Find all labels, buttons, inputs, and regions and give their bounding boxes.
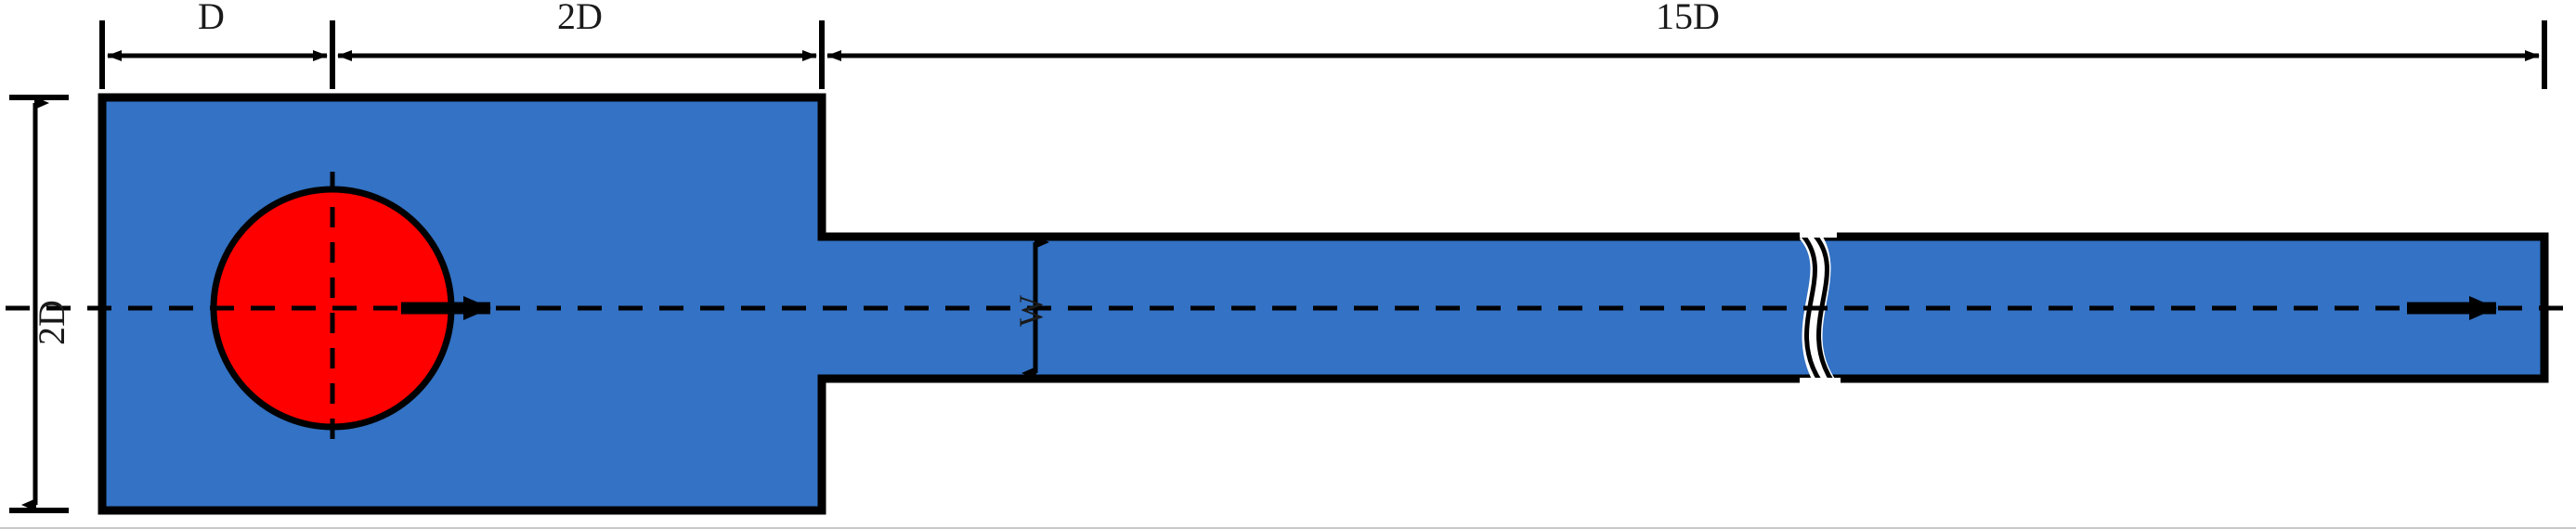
dimension-label-2D-length: 2D: [557, 0, 603, 37]
dimension-label-2D-height: 2D: [31, 300, 72, 345]
fluid-domain: [98, 93, 2549, 515]
figure-bottom-rule: [0, 527, 2576, 529]
top-dimension-ticks: [99, 20, 2547, 89]
dimension-label-15D: 15D: [1656, 0, 1720, 37]
left-dimension: [9, 95, 69, 513]
fluid-region-outline: [98, 93, 2549, 515]
dimension-label-D: D: [198, 0, 225, 37]
channel-break-symbol: [1799, 225, 1841, 389]
dimension-label-W: W: [1012, 295, 1049, 327]
